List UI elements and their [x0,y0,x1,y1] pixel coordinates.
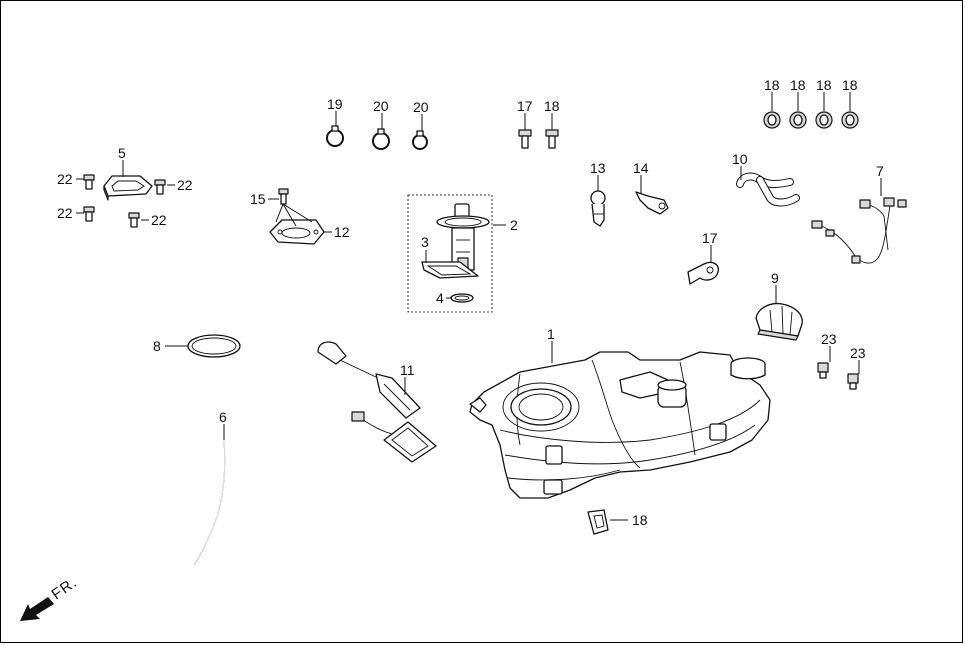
callout-label: 5 [118,145,126,161]
bolt-22-d[interactable] [128,212,140,228]
callout-label: 15 [250,191,266,207]
callout-label: 17 [517,98,533,114]
callout-18-e: 18 [816,77,832,111]
callout-19: 18 [610,512,648,528]
fuel-pump-assembly[interactable] [407,194,493,313]
callout-label: 18 [790,77,806,93]
callout-label: 9 [771,270,779,286]
callout-17: 15 [250,191,279,207]
grommet-18-c[interactable] [763,111,781,129]
callout-22-d: 22 [141,212,167,228]
callout-4: 4 [436,290,452,306]
callout-label: 6 [219,409,227,425]
tank-seal-ring[interactable] [187,334,241,358]
callout-label: 7 [876,163,884,179]
callout-6: 6 [219,409,227,440]
callout-10: 10 [732,151,748,180]
callout-label: 8 [153,338,161,354]
callout-label: 18 [764,77,780,93]
screw-17[interactable] [275,188,313,227]
cover-plate[interactable] [103,175,153,201]
clip-19[interactable] [587,509,609,535]
callout-label: 23 [850,345,866,361]
callout-18-b: 18 [544,98,560,130]
callout-3: 3 [421,234,429,263]
wiring-harness[interactable] [811,197,907,264]
callout-2: 2 [493,217,518,233]
callout-label: 18 [816,77,832,93]
callout-label: 18 [632,512,648,528]
bent-hose[interactable] [736,172,800,207]
callout-22-c: 22 [57,205,84,221]
hose-clamp-21[interactable] [412,130,428,150]
grommet-18-d[interactable] [789,111,807,129]
callout-5: 5 [118,145,126,177]
callout-1: 1 [547,326,555,363]
callout-13: 13 [590,160,606,191]
callout-label: 18 [842,77,858,93]
callout-21: 20 [413,99,429,131]
callout-9: 9 [771,270,779,303]
callout-label: 22 [177,177,193,193]
clamp-13[interactable] [590,190,606,227]
mounting-bracket[interactable] [269,219,325,245]
callout-label: 3 [421,234,429,250]
bolt-23-a[interactable] [817,362,829,379]
callout-15: 17 [702,230,718,262]
grommet-18-f[interactable] [841,111,859,129]
callout-label: 22 [57,205,73,221]
callout-8: 8 [153,338,188,354]
callout-label: 1 [547,326,555,342]
callout-label: 20 [413,99,429,115]
callout-18-f: 18 [842,77,858,111]
front-arrow-icon [20,597,54,621]
front-direction-indicator: FR. [20,574,81,621]
callout-label: 17 [702,230,718,246]
bolt-22-a[interactable] [83,174,95,190]
callout-label: 10 [732,151,748,167]
callout-23-a: 23 [821,331,837,362]
callout-label: 14 [633,160,649,176]
bolt-22-c[interactable] [83,206,95,222]
callout-18-a: 17 [517,98,533,130]
callout-22-a: 22 [57,171,84,187]
callout-label: 23 [821,331,837,347]
callout-20-b: 20 [373,98,389,129]
callout-18-d: 18 [790,77,806,111]
callout-label: 22 [57,171,73,187]
callout-label: 20 [373,98,389,114]
callout-20-a: 19 [327,96,343,126]
callout-11: 11 [400,362,415,395]
callout-23-b: 23 [850,345,866,374]
breather-hose[interactable] [193,439,226,566]
p-clamp-15[interactable] [687,261,719,285]
callout-label: 19 [327,96,343,112]
bolt-22-b[interactable] [154,179,166,195]
callout-label: 4 [436,290,444,306]
callout-7: 7 [876,163,884,196]
front-label: FR. [49,574,81,604]
callout-label: 2 [510,217,518,233]
hose-clamp-20-a[interactable] [326,125,344,147]
bolt-18-b[interactable] [545,129,559,149]
callout-label: 22 [151,212,167,228]
callout-label: 12 [334,224,350,240]
callout-18-c: 18 [764,77,780,111]
hose-clamp-20-b[interactable] [372,128,390,150]
fuel-cap[interactable] [755,302,803,341]
callout-14: 14 [633,160,649,193]
bolt-23-b[interactable] [847,373,859,390]
fuel-tank[interactable] [469,351,771,499]
callout-label: 11 [400,362,415,378]
fuel-level-sender[interactable] [317,341,437,463]
hose-clip-14[interactable] [635,191,669,215]
callout-12: 12 [324,224,350,240]
bolt-18-a[interactable] [518,129,532,149]
grommet-18-e[interactable] [815,111,833,129]
callout-label: 18 [544,98,560,114]
callout-label: 13 [590,160,606,176]
callout-22-b: 22 [167,177,193,193]
